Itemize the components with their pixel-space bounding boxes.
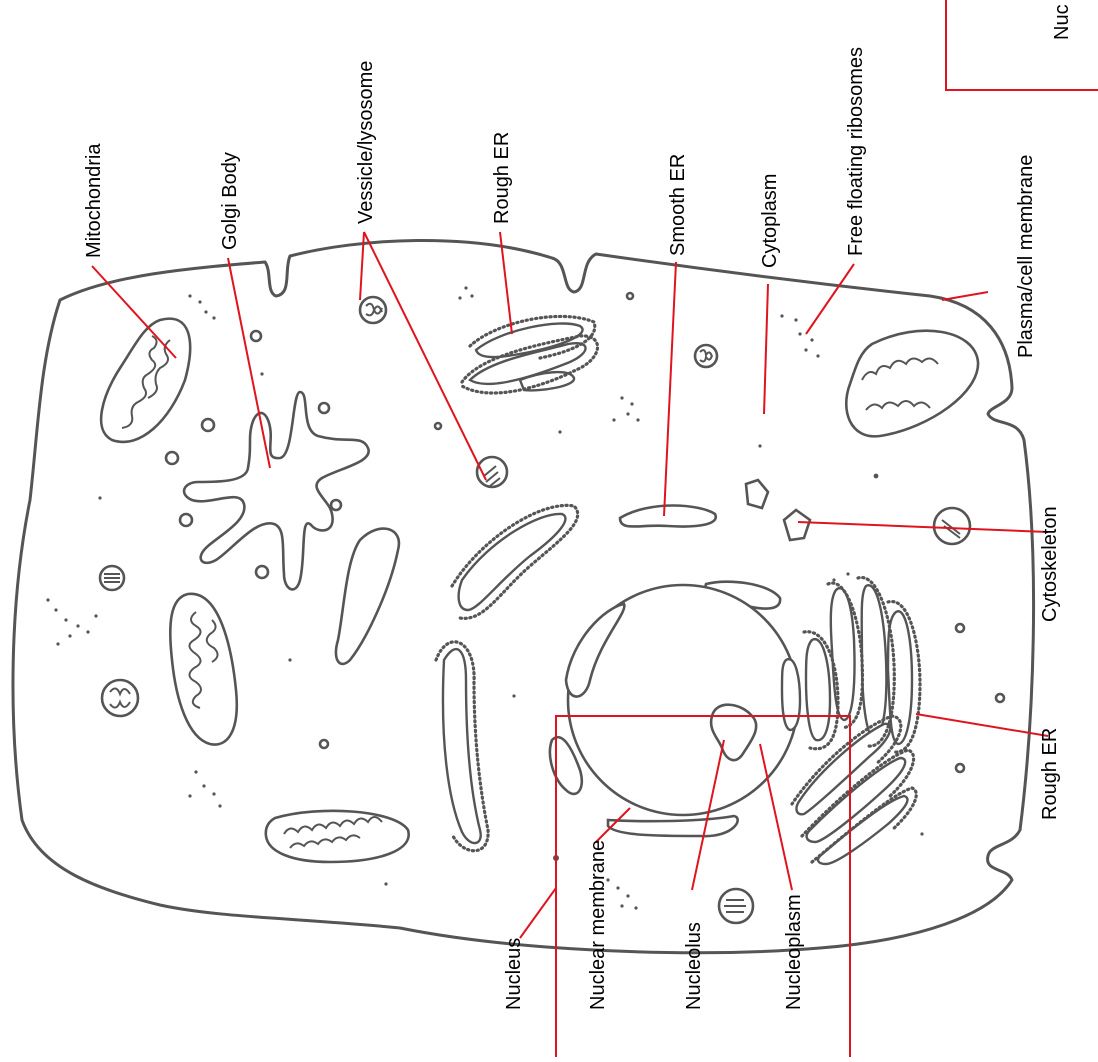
lysosome <box>719 889 753 923</box>
vesicle <box>166 452 178 464</box>
vesicle <box>180 514 192 526</box>
lysosome <box>695 345 717 367</box>
label-nucleus: Nucleus <box>503 938 525 1010</box>
vesicle <box>956 764 964 772</box>
label-nuclear-membrane: Nuclear membrane <box>587 840 609 1010</box>
vesicle <box>256 566 268 578</box>
vesicle <box>320 740 328 748</box>
label-smooth-er: Smooth ER <box>667 154 689 256</box>
label-rough-er-top: Rough ER <box>491 132 513 224</box>
label-plasma-membrane: Plasma/cell membrane <box>1015 155 1037 358</box>
lysosome <box>360 297 386 323</box>
vesicle <box>319 403 329 413</box>
vesicle <box>331 500 341 510</box>
lysosome <box>934 508 970 544</box>
vesicle <box>251 331 261 341</box>
corner-label-box <box>946 0 1098 90</box>
mitochondrion <box>266 811 409 862</box>
lysosome <box>100 566 124 590</box>
vesicle <box>956 624 964 632</box>
label-nucleolus: Nucleolus <box>683 922 705 1010</box>
label-nucleoplasm: Nucleoplasm <box>783 894 805 1010</box>
vesicle <box>996 694 1004 702</box>
label-vesicle-lysosome: Vessicle/lysosome <box>355 61 377 224</box>
vesicle <box>435 423 441 429</box>
label-rough-er-bottom: Rough ER <box>1039 728 1061 820</box>
label-corner-box: Nuc <box>1051 4 1073 40</box>
vesicle <box>627 293 633 299</box>
vesicle <box>202 419 214 431</box>
label-golgi-body: Golgi Body <box>219 152 241 250</box>
label-free-ribosomes: Free floating ribosomes <box>845 47 867 256</box>
label-cytoskeleton: Cytoskeleton <box>1039 506 1061 622</box>
label-mitochondria: Mitochondria <box>83 143 105 258</box>
lysosome <box>102 680 138 716</box>
label-cytoplasm: Cytoplasm <box>759 174 781 268</box>
